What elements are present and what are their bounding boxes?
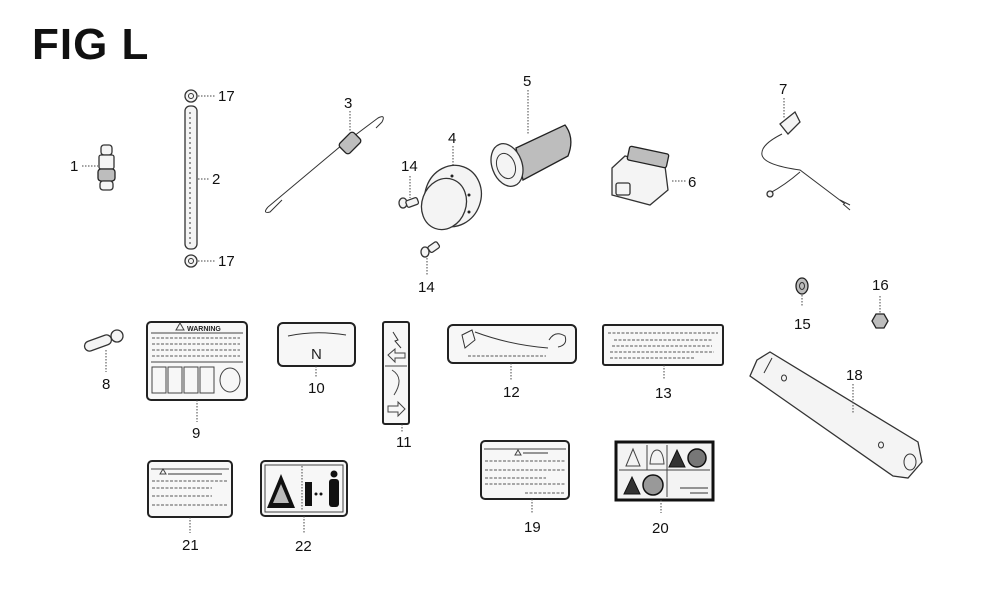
part-20-pictogram-label[interactable]	[614, 440, 715, 502]
callout-21: 21	[182, 537, 199, 554]
callout-14-top: 14	[401, 158, 418, 175]
callout-3: 3	[344, 95, 352, 112]
part-14-screw-bottom[interactable]	[420, 241, 441, 258]
callout-18: 18	[846, 367, 863, 384]
callout-16: 16	[872, 277, 889, 294]
part-22-distance-label[interactable]	[260, 460, 348, 517]
callout-13: 13	[655, 385, 672, 402]
callout-1: 1	[70, 158, 78, 175]
part-1-spark-plug[interactable]	[97, 144, 116, 191]
part-2-rod[interactable]	[184, 105, 198, 250]
part-11-choke-fuel-label[interactable]	[382, 321, 410, 425]
part-9-warning-label[interactable]: WARNING	[146, 321, 248, 401]
callout-2: 2	[212, 171, 220, 188]
part-7-wire-harness[interactable]	[761, 110, 851, 211]
callout-20: 20	[652, 520, 669, 537]
part-8-key[interactable]	[83, 329, 124, 352]
callout-12: 12	[503, 384, 520, 401]
part-15-washer[interactable]	[795, 277, 809, 295]
part-14-screw-top[interactable]	[398, 197, 420, 209]
part-4-cover[interactable]	[414, 157, 489, 236]
part-17-clip-bottom[interactable]	[184, 254, 198, 268]
callout-6: 6	[688, 174, 696, 191]
part-13-text-label[interactable]	[602, 324, 724, 366]
part-21-small-warning-label[interactable]	[147, 460, 233, 518]
figure-title: FIG L	[32, 20, 150, 69]
callout-5: 5	[523, 73, 531, 90]
neutral-text: N	[311, 346, 322, 363]
callout-4: 4	[448, 130, 456, 147]
callout-22: 22	[295, 538, 312, 555]
part-19-caution-label[interactable]	[480, 440, 570, 500]
callout-9: 9	[192, 425, 200, 442]
callout-11: 11	[396, 434, 412, 451]
callout-19: 19	[524, 519, 541, 536]
part-17-clip-top[interactable]	[184, 89, 198, 103]
callout-15: 15	[794, 316, 811, 333]
callout-7: 7	[779, 81, 787, 98]
part-12-throttle-label[interactable]	[447, 324, 577, 364]
warning-text: WARNING	[187, 326, 221, 333]
part-6-switch-block[interactable]	[611, 145, 670, 206]
callout-10: 10	[308, 380, 325, 397]
callout-17-bottom: 17	[218, 253, 235, 270]
part-3-spring-link[interactable]	[264, 116, 384, 213]
part-5-grip[interactable]	[485, 124, 572, 191]
part-10-neutral-label[interactable]: N	[277, 322, 356, 367]
callout-17-top: 17	[218, 88, 235, 105]
part-18-plug-wrench[interactable]	[749, 351, 923, 479]
callout-14-bottom: 14	[418, 279, 435, 296]
part-16-nut[interactable]	[871, 313, 889, 329]
callout-8: 8	[102, 376, 110, 393]
